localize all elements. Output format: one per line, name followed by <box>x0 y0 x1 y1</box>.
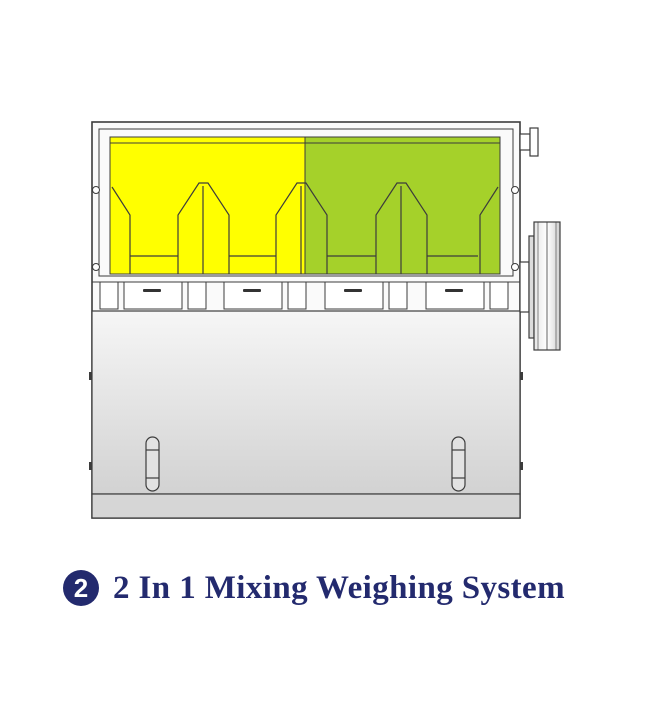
frame-bolts <box>92 186 519 271</box>
side-motor <box>519 221 561 351</box>
hopper-right-fill <box>304 136 501 275</box>
figure-caption: 2 2 In 1 Mixing Weighing System <box>0 566 651 614</box>
weigh-bucket-sensors <box>143 289 463 292</box>
weigh-bucket-row <box>99 281 509 310</box>
top-pipe-fitting <box>519 127 539 157</box>
caption-number-badge: 2 <box>63 570 99 606</box>
mixing-weighing-machine-diagram <box>89 121 561 519</box>
lower-cabinet <box>89 310 523 519</box>
caption-title: 2 In 1 Mixing Weighing System <box>113 570 565 606</box>
hopper-left-fill <box>109 136 306 275</box>
feed-chutes <box>111 182 499 274</box>
cabinet-handles <box>145 436 466 492</box>
